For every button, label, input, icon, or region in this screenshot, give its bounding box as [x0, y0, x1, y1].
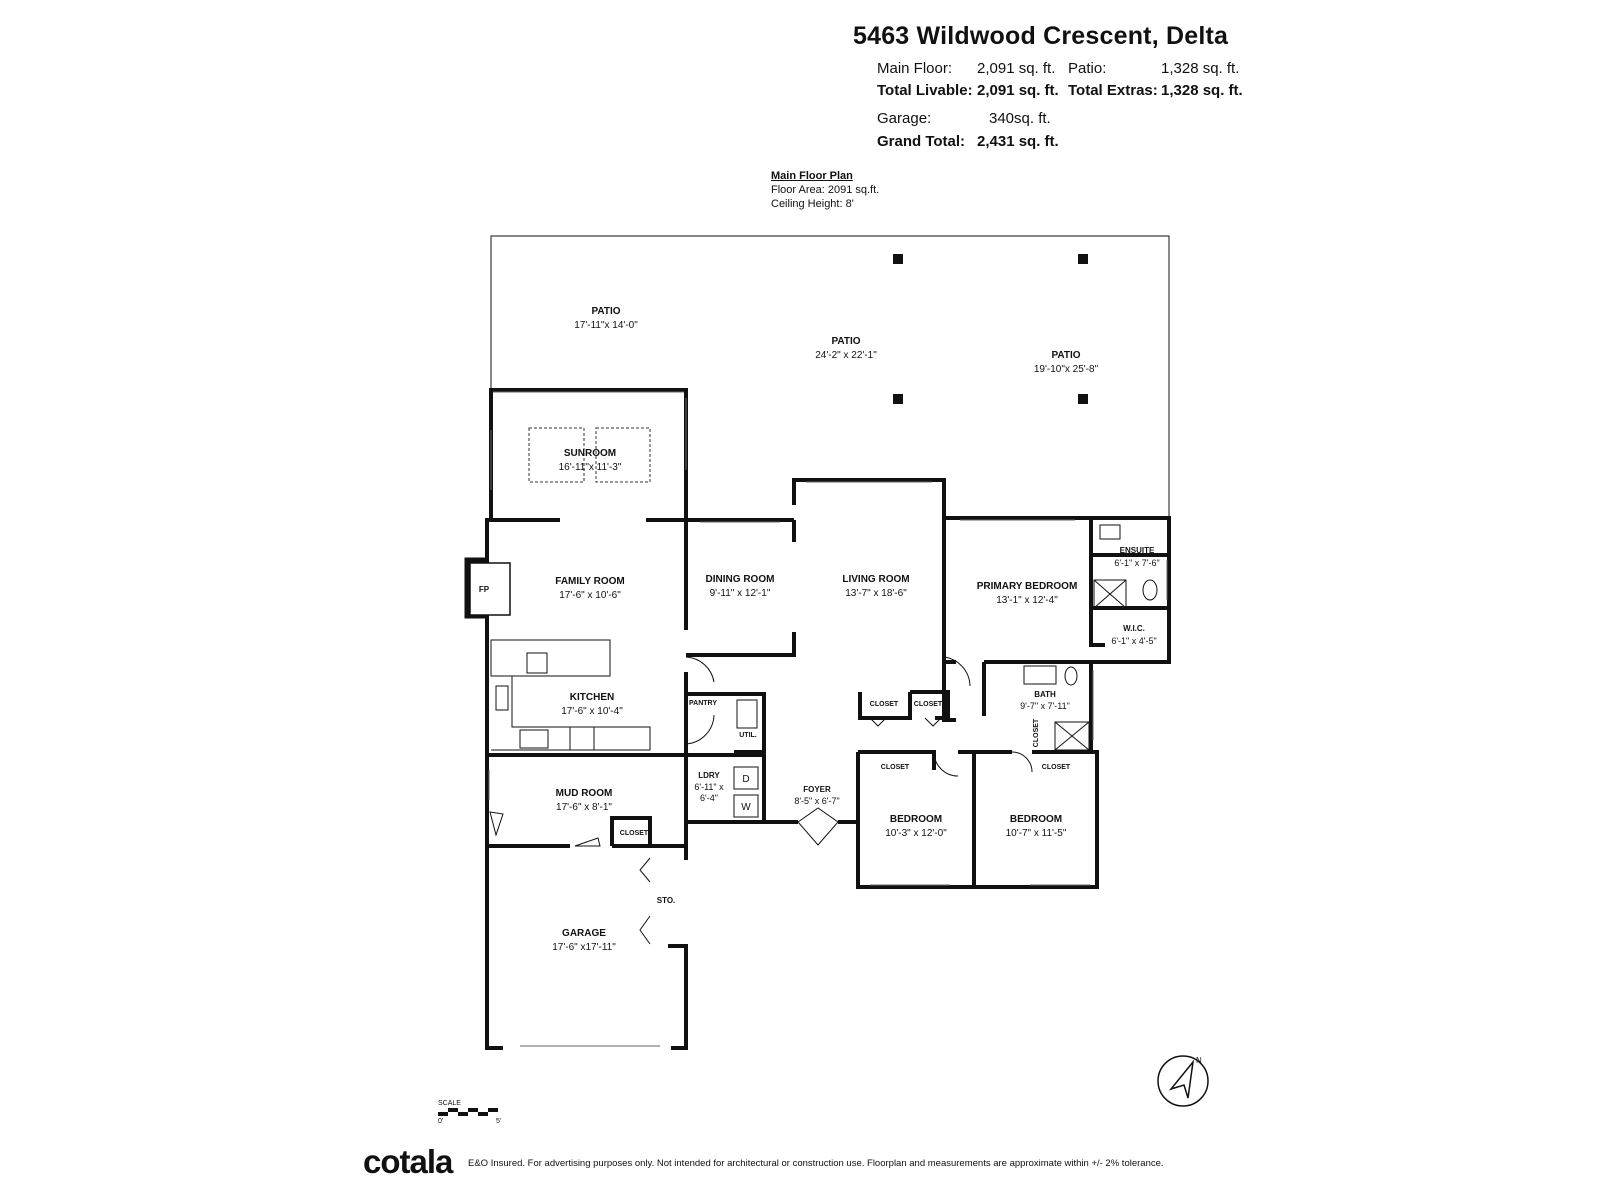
compass-icon: N: [1157, 1055, 1209, 1107]
sunroom-dims: 16'-11"x 11'-3": [559, 462, 622, 473]
cotala-logo: cotala: [363, 1143, 453, 1180]
fireplace-label: FP: [479, 585, 490, 594]
garage-area-value: 340sq. ft.: [989, 110, 1051, 127]
total-extras-label: Total Extras:: [1068, 82, 1158, 99]
pantry-label: PANTRY: [689, 700, 717, 707]
patio-right-dims: 19'-10"x 25'-8": [1034, 364, 1099, 375]
main-floor-value: 2,091 sq. ft.: [977, 60, 1056, 77]
patio-left-name: PATIO: [591, 306, 620, 317]
util-label: UTIL.: [739, 732, 757, 739]
bedroom-1-name: BEDROOM: [890, 814, 942, 825]
scale-start-label: 0': [438, 1118, 444, 1125]
foyer-name: FOYER: [803, 785, 831, 794]
property-address: 5463 Wildwood Crescent, Delta: [853, 22, 1229, 50]
primary-bedroom-name: PRIMARY BEDROOM: [977, 581, 1078, 592]
room-labels: PATIO 17'-11"x 14'-0" PATIO 24'-2" x 22'…: [552, 306, 1159, 953]
bedroom-1-closet-label: CLOSET: [881, 764, 910, 771]
ldry-name: LDRY: [698, 771, 720, 780]
total-extras-value: 1,328 sq. ft.: [1161, 82, 1243, 99]
living-room-dims: 13'-7" x 18'-6": [845, 588, 907, 599]
patio-right-name: PATIO: [1051, 350, 1080, 361]
kitchen-name: KITCHEN: [570, 692, 614, 703]
sto-name: STO.: [657, 896, 676, 905]
grand-total-value: 2,431 sq. ft.: [977, 133, 1059, 150]
small-labels: PANTRY UTIL. CLOSET CLOSET CLOSET CLOSET…: [620, 700, 1071, 837]
plan-ceiling-height: Ceiling Height: 8': [771, 198, 854, 210]
ldry-dims-1: 6'-11" x: [694, 782, 724, 792]
family-room-name: FAMILY ROOM: [555, 576, 624, 587]
patio-left-dims: 17'-11"x 14'-0": [574, 320, 638, 331]
garage-name: GARAGE: [562, 928, 606, 939]
patio-posts: [893, 254, 1088, 404]
scale-label: SCALE: [438, 1100, 461, 1107]
total-livable-value: 2,091 sq. ft.: [977, 82, 1059, 99]
mud-room-dims: 17'-6" x 8'-1": [556, 802, 612, 813]
laundry-appliances: [733, 699, 759, 818]
living-room-name: LIVING ROOM: [842, 574, 909, 585]
bedroom-1-dims: 10'-3" x 12'-0": [885, 828, 947, 839]
living-closet-2-label: CLOSET: [914, 701, 943, 708]
scale-end-label: 5': [496, 1118, 502, 1125]
bath-closet-label: CLOSET: [1033, 718, 1040, 747]
bedroom-2-name: BEDROOM: [1010, 814, 1062, 825]
garage-dims: 17'-6" x17'-11": [552, 942, 616, 953]
patio-area-label: Patio:: [1068, 60, 1107, 77]
bedroom-2-dims: 10'-7" x 11'-5": [1006, 828, 1067, 839]
scale-bar: [438, 1108, 498, 1116]
ensuite-dims: 6'-1" x 7'-6": [1114, 558, 1159, 568]
grand-total-label: Grand Total:: [877, 133, 966, 150]
bath-dims: 9'-7" x 7'-11": [1020, 701, 1070, 711]
washer-label: W: [741, 802, 751, 813]
skylights: [528, 427, 651, 483]
kitchen-counters: [490, 639, 651, 751]
living-closet-1-label: CLOSET: [870, 701, 899, 708]
foyer-dims: 8'-5" x 6'-7": [794, 796, 839, 806]
family-room-dims: 17'-6" x 10'-6": [559, 590, 621, 601]
patio-center-dims: 24'-2" x 22'-1": [815, 350, 877, 361]
dining-room-dims: 9'-11" x 12'-1": [710, 588, 771, 599]
disclaimer-text: E&O Insured. For advertising purposes on…: [468, 1158, 1164, 1169]
bath-name: BATH: [1034, 690, 1056, 699]
bedroom-2-closet-label: CLOSET: [1042, 764, 1071, 771]
sunroom-name: SUNROOM: [564, 448, 616, 459]
dryer-label: D: [742, 774, 749, 785]
kitchen-dims: 17'-6" x 10'-4": [561, 706, 623, 717]
windows: [488, 391, 1168, 1047]
ensuite-name: ENSUITE: [1120, 546, 1155, 555]
patio-outline: [490, 235, 1170, 520]
wic-dims: 6'-1" x 4'-5": [1111, 636, 1156, 646]
mud-room-name: MUD ROOM: [556, 788, 613, 799]
garage-area-label: Garage:: [877, 110, 932, 127]
wic-name: W.I.C.: [1123, 624, 1145, 633]
plan-title: Main Floor Plan: [771, 170, 853, 182]
plan-floor-area: Floor Area: 2091 sq.ft.: [771, 184, 880, 196]
fireplace: [464, 557, 511, 619]
svg-text:N: N: [1196, 1056, 1202, 1065]
plan-info: Main Floor Plan Floor Area: 2091 sq.ft. …: [771, 169, 879, 211]
main-floor-label: Main Floor:: [877, 60, 953, 77]
mud-closet-label: CLOSET: [620, 830, 649, 837]
bath-fixtures: [1023, 524, 1158, 751]
patio-area-value: 1,328 sq. ft.: [1161, 60, 1240, 77]
doors: [489, 656, 1033, 945]
dining-room-name: DINING ROOM: [706, 574, 775, 585]
total-livable-label: Total Livable:: [877, 82, 973, 99]
patio-center-name: PATIO: [831, 336, 860, 347]
ldry-dims-2: 6'-4": [700, 793, 718, 803]
primary-bedroom-dims: 13'-1" x 12'-4": [996, 595, 1058, 606]
